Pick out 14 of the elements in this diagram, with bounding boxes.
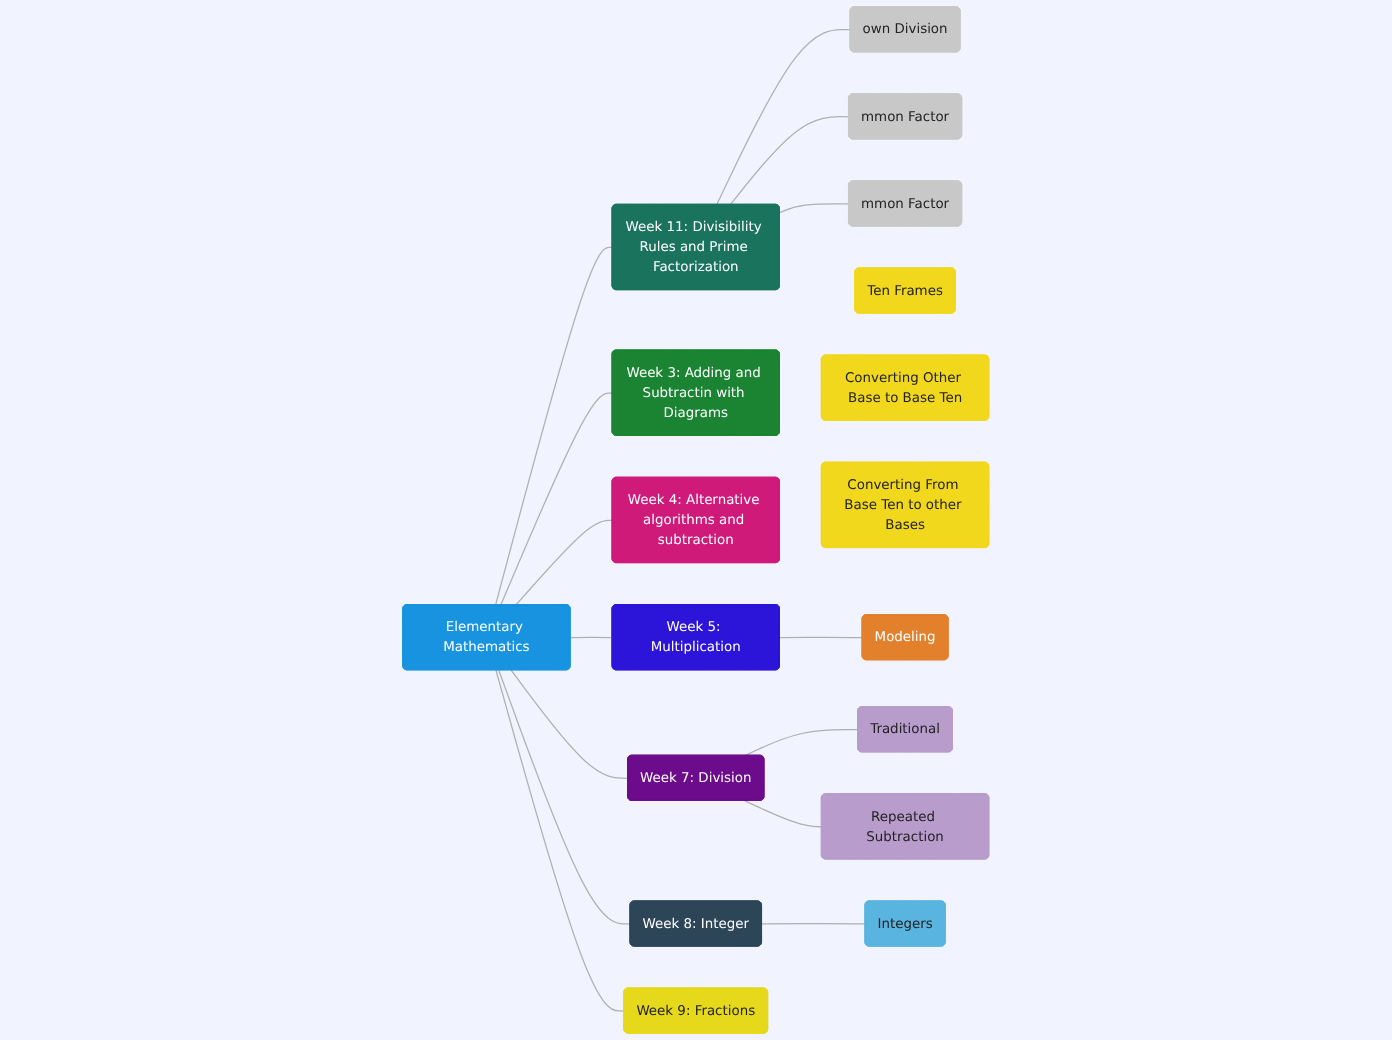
connector: [498, 669, 632, 925]
connector: [730, 116, 850, 206]
connector: [744, 729, 859, 757]
connector: [500, 392, 614, 606]
connector: [779, 636, 864, 639]
connector: [761, 923, 867, 925]
connector: [495, 246, 614, 606]
connector: [744, 800, 823, 828]
connector: [779, 203, 850, 214]
connector: [510, 669, 629, 779]
connector: [515, 519, 614, 606]
connector: [716, 29, 852, 206]
connector: [570, 636, 614, 639]
connector: [495, 669, 626, 1012]
